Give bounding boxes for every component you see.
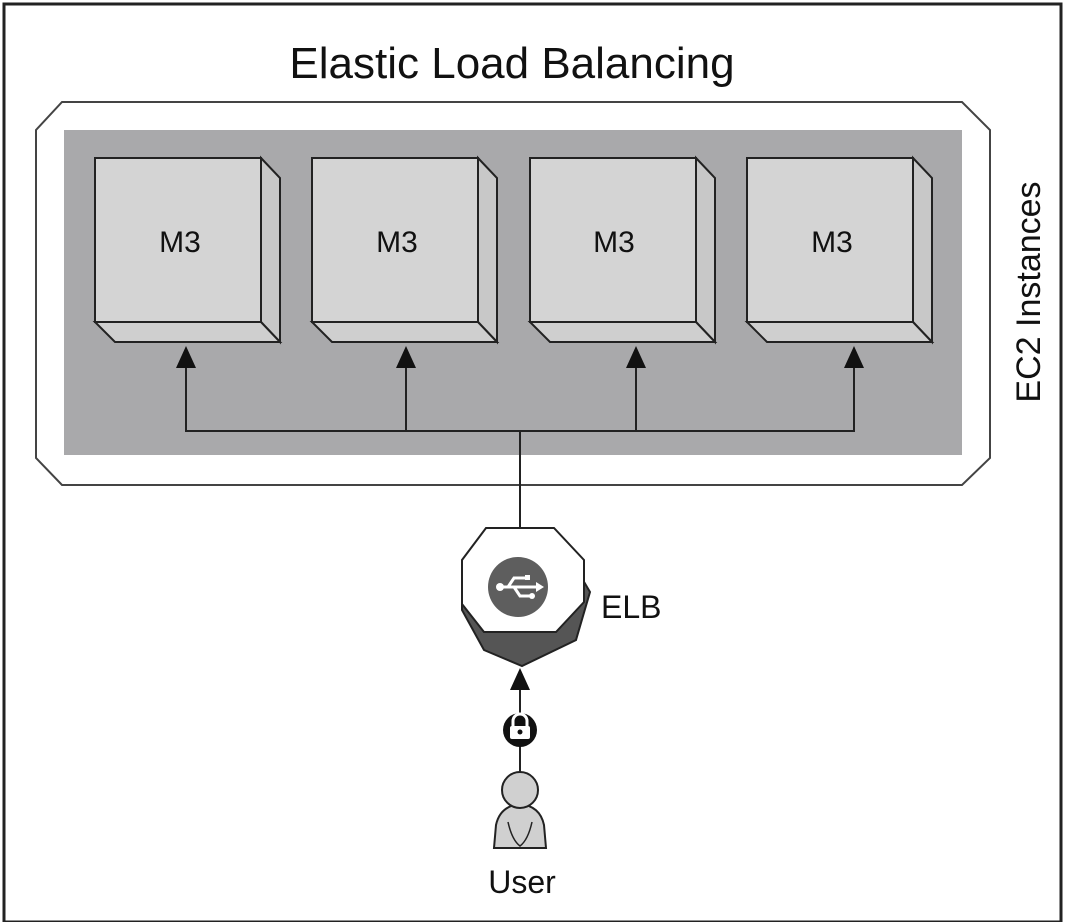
lock-icon (503, 712, 537, 747)
ec2-instance-4: M3 (744, 155, 935, 345)
ec2-instance-1: M3 (92, 155, 283, 345)
elb-node (461, 527, 592, 668)
ec2-instances-label: EC2 Instances (1010, 181, 1048, 402)
arrow-up-icon (626, 346, 646, 368)
distribution-connectors (185, 367, 855, 527)
arrow-up-icon (396, 346, 416, 368)
diagram-title: Elastic Load Balancing (289, 39, 734, 88)
ec2-instance-2: M3 (309, 155, 500, 345)
arrowheads (176, 346, 864, 368)
user-icon (492, 771, 548, 849)
instance-label: M3 (811, 226, 853, 259)
elb-label: ELB (601, 589, 661, 625)
user-label: User (488, 864, 556, 900)
instance-label: M3 (376, 226, 418, 259)
arrow-up-icon (844, 346, 864, 368)
arrow-up-icon (510, 668, 530, 690)
instance-label: M3 (159, 226, 201, 259)
ec2-instance-3: M3 (527, 155, 718, 345)
arrow-up-icon (176, 346, 196, 368)
usb-symbol (500, 576, 538, 598)
instance-label: M3 (593, 226, 635, 259)
